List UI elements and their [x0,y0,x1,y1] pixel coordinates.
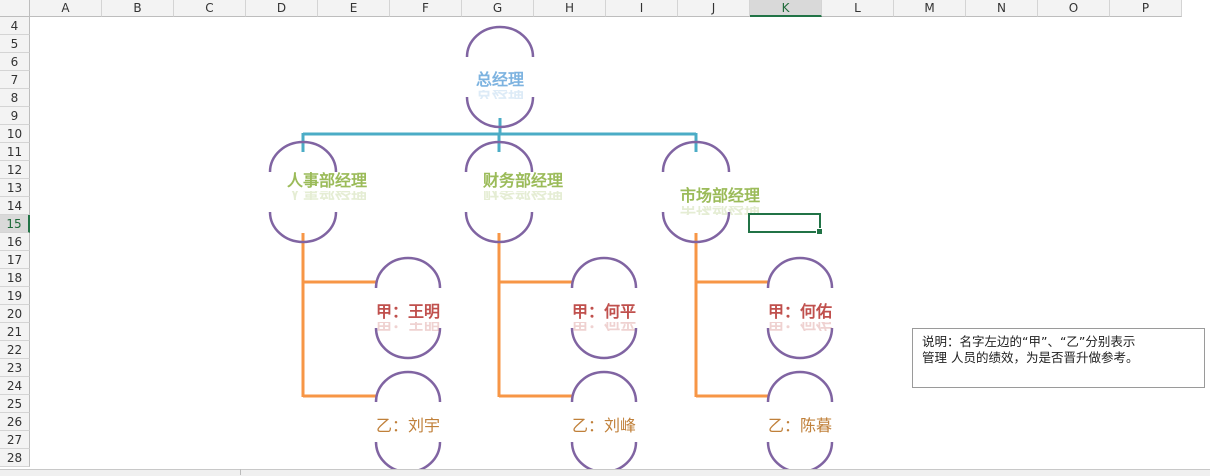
top-manager-label: 总经理总经理 [476,66,524,99]
grade-a-label-1: 甲：何平甲：何平 [572,298,636,331]
manager-label-0: 人事部经理人事部经理 [287,167,367,200]
grade-b-label-0: 乙：刘宇 [376,412,440,436]
grade-a-label-0-reflection: 甲：王明 [376,322,440,331]
row-header-26[interactable]: 26 [0,413,30,431]
column-header-n[interactable]: N [966,0,1038,17]
grade-a-label-1-text: 甲：何平 [571,302,637,321]
row-header-11[interactable]: 11 [0,143,30,161]
row-header-13[interactable]: 13 [0,179,30,197]
manager-label-2-text: 市场部经理 [679,186,761,205]
column-header-d[interactable]: D [246,0,318,17]
row-header-18[interactable]: 18 [0,269,30,287]
note-textbox[interactable]: 说明：名字左边的“甲”、“乙”分别表示 管理 人员的绩效，为是否晋升做参考。 [912,328,1205,388]
column-header-k[interactable]: K [750,0,822,17]
node-grade-b-2-arc-top [766,370,834,403]
column-header-e[interactable]: E [318,0,390,17]
row-header-21[interactable]: 21 [0,323,30,341]
node-grade-b-1-arc-top [570,370,638,403]
grade-b-label-2: 乙：陈暮 [768,412,832,436]
column-header-l[interactable]: L [822,0,894,17]
manager-label-2: 市场部经理市场部经理 [680,182,760,215]
node-grade-a-1-arc-top [570,256,638,289]
row-header-4[interactable]: 4 [0,17,30,35]
row-header-9[interactable]: 9 [0,107,30,125]
grade-b-label-0-text: 乙：刘宇 [375,416,441,435]
row-header-28[interactable]: 28 [0,449,30,467]
row-header-6[interactable]: 6 [0,53,30,71]
row-header-24[interactable]: 24 [0,377,30,395]
row-header-8[interactable]: 8 [0,89,30,107]
grade-a-label-2-text: 甲：何佑 [767,302,833,321]
node-grade-b-1-arc-bottom [570,441,638,474]
node-grade-a-2-arc-top [766,256,834,289]
grade-a-label-0: 甲：王明甲：王明 [376,298,440,331]
column-header-f[interactable]: F [390,0,462,17]
node-grade-a-1-arc-bottom [570,327,638,360]
row-header-20[interactable]: 20 [0,305,30,323]
node-manager-1-arc-top [464,140,534,173]
column-header-j[interactable]: J [678,0,750,17]
row-header-5[interactable]: 5 [0,35,30,53]
horizontal-scrollbar[interactable] [240,469,1210,475]
column-header-m[interactable]: M [894,0,966,17]
node-manager-1-arc-bottom [464,211,534,244]
row-header-15[interactable]: 15 [0,215,30,233]
manager-label-0-reflection: 人事部经理 [287,191,367,200]
manager-label-1: 财务部经理财务部经理 [483,167,563,200]
select-all-corner[interactable] [0,0,30,17]
row-header-12[interactable]: 12 [0,161,30,179]
sheet-tab-bar [0,469,1210,476]
grade-b-label-2-text: 乙：陈暮 [767,416,833,435]
row-header-25[interactable]: 25 [0,395,30,413]
node-manager-2-arc-top [661,140,731,173]
top-manager-label-reflection: 总经理 [476,90,524,99]
row-header-14[interactable]: 14 [0,197,30,215]
column-header-g[interactable]: G [462,0,534,17]
node-grade-b-2-arc-bottom [766,441,834,474]
manager-label-0-text: 人事部经理 [286,171,368,190]
node-top-arc-top [465,25,535,58]
node-grade-a-0-arc-bottom [374,327,442,360]
row-header-19[interactable]: 19 [0,287,30,305]
node-grade-a-2-arc-bottom [766,327,834,360]
grade-a-label-0-text: 甲：王明 [375,302,441,321]
active-cell-selection[interactable] [748,213,823,235]
row-header-23[interactable]: 23 [0,359,30,377]
column-header-b[interactable]: B [102,0,174,17]
node-top-arc-bottom [465,96,535,129]
row-header-22[interactable]: 22 [0,341,30,359]
row-header-7[interactable]: 7 [0,71,30,89]
node-manager-2-arc-bottom [661,211,731,244]
note-line-1: 说明：名字左边的“甲”、“乙”分别表示 [922,334,1136,349]
top-manager-label-text: 总经理 [475,70,525,89]
column-header-o[interactable]: O [1038,0,1110,17]
column-header-p[interactable]: P [1110,0,1182,17]
manager-label-1-reflection: 财务部经理 [483,191,563,200]
row-header-17[interactable]: 17 [0,251,30,269]
node-grade-b-0-arc-bottom [374,441,442,474]
node-grade-a-0-arc-top [374,256,442,289]
row-header-10[interactable]: 10 [0,125,30,143]
grade-a-label-2-reflection: 甲：何佑 [768,322,832,331]
grade-b-label-1-text: 乙：刘峰 [571,416,637,435]
note-line-2: 管理 人员的绩效，为是否晋升做参考。 [922,350,1139,365]
column-header-a[interactable]: A [30,0,102,17]
node-grade-b-0-arc-top [374,370,442,403]
column-header-i[interactable]: I [606,0,678,17]
grade-a-label-2: 甲：何佑甲：何佑 [768,298,832,331]
grade-b-label-1: 乙：刘峰 [572,412,636,436]
row-header-27[interactable]: 27 [0,431,30,449]
row-header-16[interactable]: 16 [0,233,30,251]
column-header-c[interactable]: C [174,0,246,17]
column-header-h[interactable]: H [534,0,606,17]
grade-a-label-1-reflection: 甲：何平 [572,322,636,331]
manager-label-1-text: 财务部经理 [482,171,564,190]
node-manager-0-arc-top [268,140,338,173]
node-manager-0-arc-bottom [268,211,338,244]
